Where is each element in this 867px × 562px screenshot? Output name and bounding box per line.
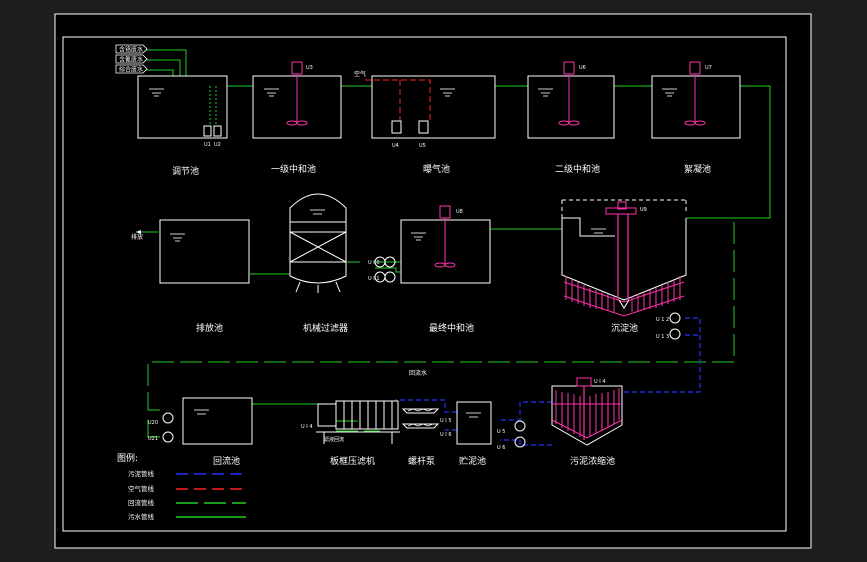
tag-thickener: U I 4 [594,379,606,385]
legend-sludge-label: 污泥管线 [128,469,155,478]
tag-m5: U5 [419,143,426,149]
source-label-cyanide: 含氰废水 [119,56,143,64]
label-regulating-tank: 调节池 [172,165,199,177]
tag-m1: U1 [204,142,211,148]
aeration-tank[interactable]: U4 U5 [371,75,496,149]
label-aeration-tank: 曝气池 [423,163,450,175]
tag-m7: U7 [705,65,712,71]
sedimentation-tank[interactable]: U9 [561,199,687,317]
sediment-sludge-pumps[interactable]: U 1 2 U 1 3 [656,312,681,340]
return-pumps[interactable]: U20 U21 [148,412,174,443]
tag-pump-p3: U 1 2 [656,317,669,323]
label-sedimentation-tank: 沉淀池 [611,322,638,334]
tag-pump-p1: U I 0 [368,260,380,266]
legend-water-label: 污水管线 [128,512,155,521]
tag-m3: U3 [306,65,313,71]
sludge-lines [395,317,701,446]
discharge-tank[interactable] [159,219,250,284]
tag-screw-b: U I 6 [440,432,452,438]
tag-screw-a: U I 5 [440,418,452,424]
label-secondary-neutralization: 二级中和池 [555,163,600,175]
legend-title: 图例: [117,452,138,464]
tag-pump-p11: U21 [148,436,158,442]
tag-pump-p10: U20 [148,420,158,426]
flocculation-tank[interactable]: U7 [651,61,741,139]
label-air-inlet: 空气 [354,70,366,78]
tag-pump-p2: U I 1 [368,276,380,282]
sludge-thickener[interactable]: U I 4 [551,377,623,446]
tag-pump-p8: U 5 [497,429,505,435]
return-lines [147,222,735,432]
source-tags: 含铬废水 含氰废水 综合废水 [115,44,148,74]
drawing-sheet [54,13,812,549]
regulating-tank[interactable]: U1 U2 [137,75,228,148]
sludge-storage-tank[interactable] [456,401,492,445]
legend-air-label: 空气管线 [128,484,155,493]
source-label-chromium: 含铬废水 [119,46,143,54]
inner-border [62,36,787,532]
air-lines [365,79,431,121]
final-neutralization-tank[interactable]: U8 [400,205,491,284]
label-primary-neutralization: 一级中和池 [271,163,316,175]
label-discharge-tank: 排放池 [196,322,223,334]
screw-pumps[interactable]: U I 5 U I 6 [401,408,452,438]
tag-pump-p9: U 6 [497,445,505,451]
tag-m9: U9 [640,207,647,213]
tag-m6: U6 [579,65,586,71]
filter-feed-pumps[interactable]: U I 0 U I 1 [368,256,396,283]
label-reflux-tank: 回流池 [213,455,240,467]
label-filtrate-return: 滤液回流 [324,436,344,443]
label-screw-pump: 螺杆泵 [408,455,435,467]
label-mechanical-filter: 机械过滤器 [303,322,348,334]
label-flocculation-tank: 絮凝池 [684,163,711,175]
water-lines [136,49,771,438]
label-sludge-storage: 贮泥池 [459,455,486,467]
label-sludge-thickener: 污泥浓缩池 [570,455,615,467]
secondary-neutralization-tank[interactable]: U6 [527,61,615,139]
source-label-mixed: 综合废水 [119,66,143,74]
label-final-neutralization: 最终中和池 [429,322,474,334]
label-backflow-water: 回流水 [409,369,427,377]
thickener-pumps[interactable]: U 5 U 6 [497,420,526,451]
reflux-tank[interactable] [182,397,253,445]
legend-return-label: 回流管线 [128,498,155,507]
label-discharge-out: 排放 [131,233,143,241]
tag-m4: U4 [392,143,399,149]
tag-m2: U2 [214,142,221,148]
label-filter-press: 板框压滤机 [330,455,375,467]
tag-pump-p4: U 1 3 [656,334,669,340]
plate-frame-filter-press[interactable]: U I 4 [301,400,400,444]
tag-m8: U8 [456,209,463,215]
tag-press: U I 4 [301,424,313,430]
legend: 图例: 污泥管线 空气管线 回流管线 污水管线 [117,452,246,521]
discharge-arrow-icon [136,230,141,234]
primary-neutralization-tank[interactable]: U3 [252,61,342,139]
mechanical-filter[interactable] [289,193,347,293]
